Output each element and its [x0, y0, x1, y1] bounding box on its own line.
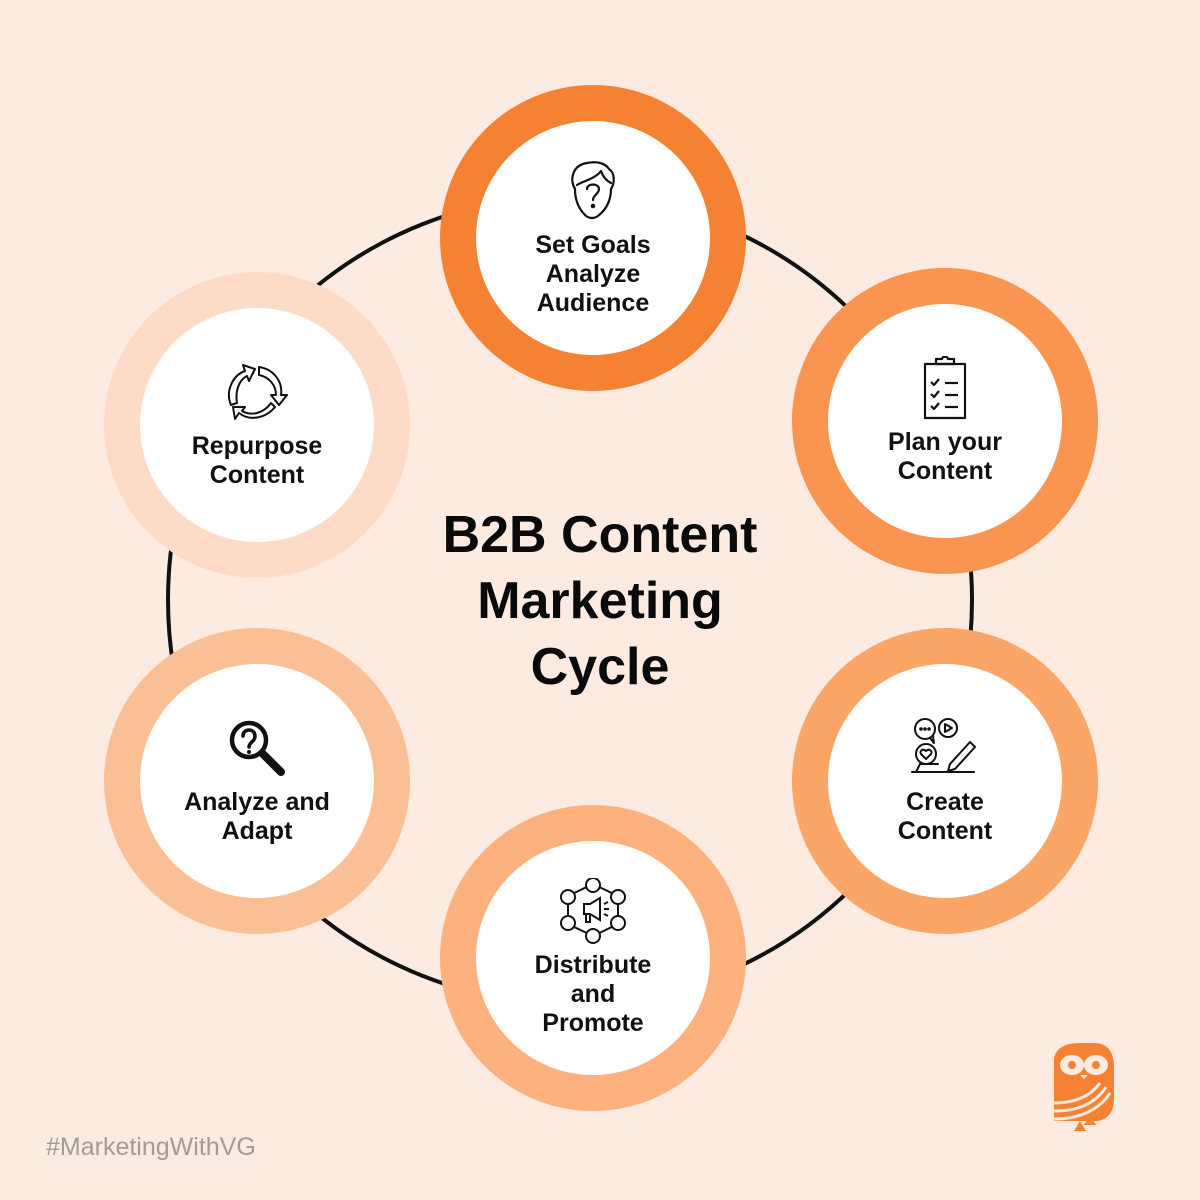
- step-analyze-adapt[interactable]: Analyze and Adapt: [104, 628, 410, 934]
- step-label: Repurpose Content: [191, 432, 323, 489]
- step-plan-content[interactable]: Plan your Content: [792, 268, 1098, 574]
- megaphone-network-icon: [558, 877, 628, 944]
- step-inner: Analyze and Adapt: [140, 664, 374, 898]
- step-label: Plan your Content: [888, 428, 1002, 485]
- step-label: Distribute and Promote: [534, 950, 652, 1037]
- step-distribute-promote[interactable]: Distribute and Promote: [440, 805, 746, 1111]
- content-creation-icon: [910, 716, 980, 780]
- step-label: Set Goals Analyze Audience: [535, 230, 651, 317]
- step-inner: Create Content: [828, 664, 1062, 898]
- step-label: Create Content: [897, 788, 993, 845]
- step-label: Analyze and Adapt: [184, 788, 330, 845]
- step-set-goals[interactable]: Set Goals Analyze Audience: [440, 85, 746, 391]
- owl-logo-icon: [1050, 1043, 1116, 1131]
- step-inner: Repurpose Content: [140, 308, 374, 542]
- step-repurpose-content[interactable]: Repurpose Content: [104, 272, 410, 578]
- person-question-icon: [558, 159, 628, 223]
- clipboard-checklist-icon: [910, 356, 980, 420]
- diagram-title: B2B Content Marketing Cycle: [442, 506, 758, 696]
- step-inner: Set Goals Analyze Audience: [476, 121, 710, 355]
- recycle-arrows-icon: [222, 360, 292, 424]
- step-create-content[interactable]: Create Content: [792, 628, 1098, 934]
- step-inner: Plan your Content: [828, 304, 1062, 538]
- hashtag-label: #MarketingWithVG: [46, 1133, 256, 1161]
- step-inner: Distribute and Promote: [476, 841, 710, 1075]
- magnifier-question-icon: [222, 716, 292, 780]
